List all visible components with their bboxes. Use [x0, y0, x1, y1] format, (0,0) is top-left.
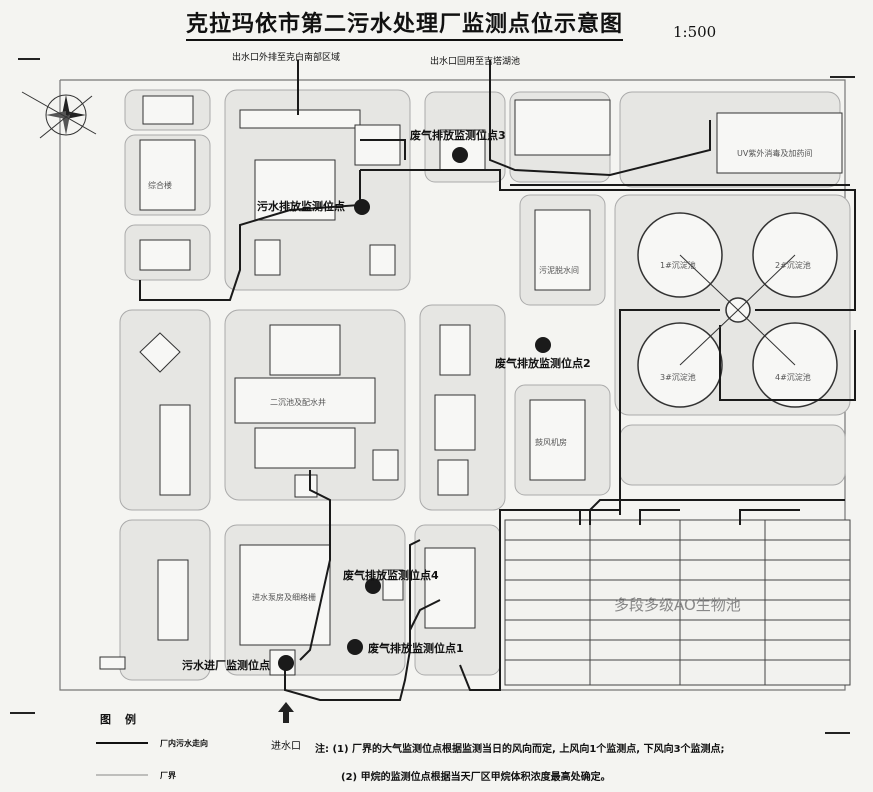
- label-gas1: 废气排放监测位点1: [368, 642, 464, 655]
- facility-block: [619, 424, 846, 486]
- legend-title: 图例: [100, 713, 150, 726]
- building: [382, 569, 404, 601]
- building: [234, 377, 376, 424]
- building: [434, 394, 476, 451]
- building: [354, 124, 401, 166]
- monitoring-dot-sewage-in: [278, 655, 294, 671]
- building: [424, 547, 476, 629]
- monitoring-dots: [278, 147, 551, 671]
- scale-label: 1:500: [673, 23, 717, 41]
- building: [157, 559, 189, 641]
- building: [99, 656, 126, 670]
- building: [439, 324, 471, 376]
- building: [716, 112, 843, 174]
- building: [529, 399, 586, 481]
- legend-wall-label: 厂界: [160, 771, 176, 780]
- building: [514, 99, 611, 156]
- tank3-label: 3#沉淀池: [660, 373, 696, 382]
- blower-label: 鼓风机房: [535, 438, 567, 447]
- tank4-label: 4#沉淀池: [775, 373, 811, 382]
- pretreat-label: 进水泵房及细格栅: [252, 593, 316, 602]
- label-gas4: 废气排放监测位点4: [343, 569, 439, 582]
- building: [159, 404, 191, 496]
- page-title: 克拉玛依市第二污水处理厂监测点位示意图: [186, 9, 624, 41]
- inlet-label: 进水口: [271, 741, 301, 752]
- tank1-label: 1#沉淀池: [660, 261, 696, 270]
- building: [254, 239, 281, 276]
- sewage-pipes: [139, 60, 856, 701]
- inlet-arrow-icon: [278, 702, 294, 723]
- biochem-label: 多段多级AO生物池: [614, 596, 741, 614]
- building: [142, 95, 194, 125]
- building: [372, 449, 399, 481]
- tank2-label: 2#沉淀池: [775, 261, 811, 270]
- monitoring-dot-sewage-out: [354, 199, 370, 215]
- building: [239, 109, 361, 129]
- label-sewage-out: 污水排放监测位点: [257, 200, 345, 213]
- outfall-north-label: 出水口回用至吉塔湖池: [430, 57, 521, 67]
- clarifier-pipes: [679, 254, 796, 366]
- monitoring-dot-gas3: [452, 147, 468, 163]
- uv-label: UV紫外消毒及加药间: [737, 149, 813, 158]
- building: [139, 332, 181, 373]
- building: [254, 427, 356, 469]
- sludge-label: 污泥脱水间: [539, 266, 579, 275]
- label-gas3: 废气排放监测位点3: [410, 129, 506, 142]
- monitoring-dot-gas4: [365, 578, 381, 594]
- biochem-tank: [504, 519, 851, 686]
- building: [269, 324, 341, 376]
- monitoring-dot-gas2: [535, 337, 551, 353]
- label-gas2: 废气排放监测位点2: [495, 357, 591, 370]
- building: [139, 139, 196, 211]
- outfall-south-label: 出水口外排至克白南部区域: [232, 53, 341, 63]
- legend-pipe-label: 厂内污水走向: [160, 739, 208, 748]
- label-sewage-in: 污水进厂监测位点: [182, 659, 270, 672]
- building-a-label: 综合楼: [148, 181, 172, 190]
- note-2: (2) 甲烷的监测位点根据当天厂区甲烷体积浓度最高处确定。: [341, 772, 611, 783]
- building: [369, 244, 396, 276]
- building: [294, 474, 318, 498]
- building: [534, 209, 591, 291]
- monitoring-dot-gas1: [347, 639, 363, 655]
- building: [139, 239, 191, 271]
- plant-boundary: [59, 79, 846, 691]
- note-1: 注: (1) 厂界的大气监测位点根据监测当日的风向而定, 上风向1个监测点, 下…: [315, 744, 725, 755]
- building-b-label: 二沉池及配水井: [270, 398, 326, 407]
- buildings: [99, 95, 843, 676]
- building: [437, 459, 469, 496]
- north-arrow-icon: [21, 91, 97, 139]
